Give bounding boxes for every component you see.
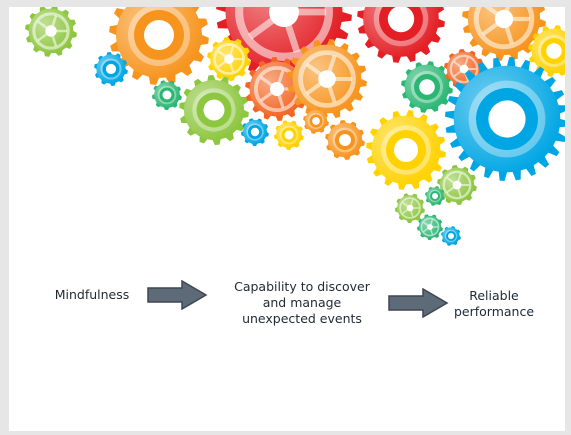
gear-icon — [401, 61, 453, 113]
gears-illustration — [25, 7, 565, 246]
gear-icon — [287, 39, 367, 119]
gear-icon — [462, 7, 546, 61]
gear-icon — [94, 52, 128, 86]
step-capability: Capability to discover and manage unexpe… — [234, 279, 370, 326]
gear-icon — [437, 165, 477, 205]
gear-icon — [528, 25, 565, 77]
step-mindfulness: Mindfulness — [54, 287, 130, 302]
gear-icon — [325, 120, 365, 160]
step-reliable-performance: Reliable performance — [453, 288, 535, 319]
gear-icon — [395, 193, 425, 223]
gear-icon — [366, 110, 446, 190]
gear-icon — [445, 57, 565, 181]
arrow-right-icon — [388, 288, 449, 318]
gear-icon — [179, 75, 249, 145]
gear-icon — [25, 7, 77, 57]
gear-icon — [357, 7, 445, 63]
arrow-shape — [147, 280, 208, 310]
gear-icon — [425, 186, 445, 206]
gear-icon — [274, 120, 304, 150]
slide: Mindfulness Capability to discover and m… — [9, 7, 565, 431]
gear-icon — [241, 118, 269, 146]
gear-icon — [207, 37, 251, 81]
gear-icon — [417, 214, 443, 240]
gear-icon — [441, 226, 461, 246]
arrow-shape — [388, 288, 449, 318]
gear-icon — [152, 80, 182, 110]
gear-icon — [109, 7, 209, 85]
arrow-right-icon — [147, 280, 208, 310]
gear-icon — [303, 108, 329, 134]
